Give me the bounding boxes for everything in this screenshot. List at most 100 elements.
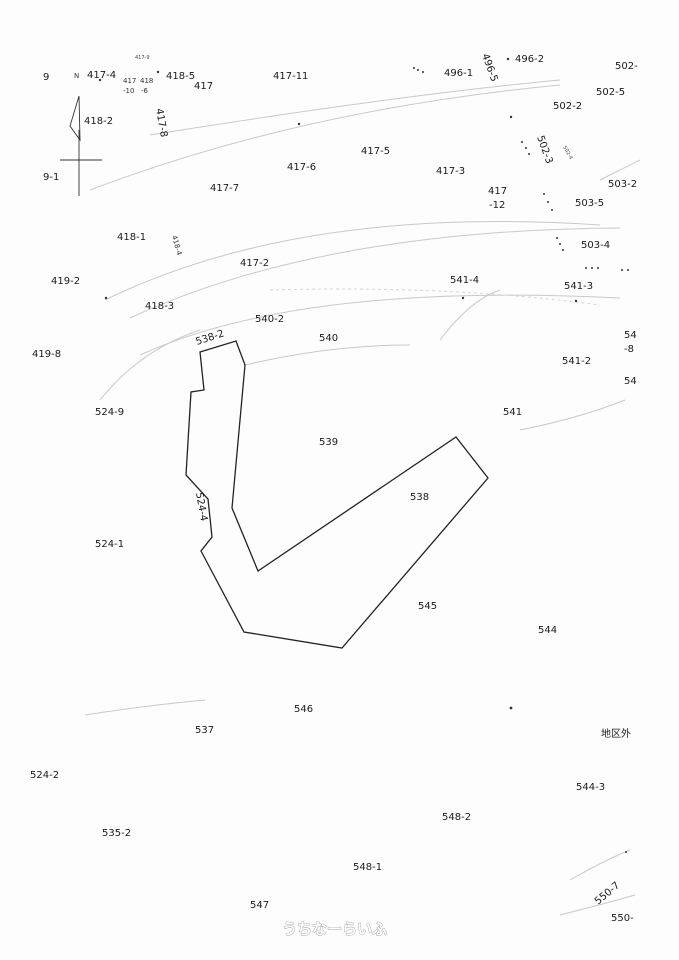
survey-point (509, 115, 513, 119)
faint-line (104, 221, 601, 301)
parcel-label: 544-3 (576, 782, 605, 793)
parcel-label: 502-2 (553, 101, 582, 112)
parcel-label: 541-3 (564, 281, 593, 292)
survey-point (627, 269, 629, 271)
parcel-label: 540-2 (255, 314, 284, 325)
faint-line (139, 294, 621, 356)
faint-line (244, 344, 411, 366)
survey-point (297, 122, 301, 126)
parcel-label: 417-6 (287, 162, 316, 173)
parcel-label: N (74, 72, 79, 80)
survey-point (625, 851, 627, 853)
faint-line (559, 894, 636, 916)
parcel-label: 9-1 (43, 172, 59, 183)
parcel-label: 544 (538, 625, 557, 636)
parcel-label: 503-2 (608, 179, 637, 190)
survey-point (559, 243, 561, 245)
parcel-label: -10 (123, 87, 134, 95)
faint-line (569, 849, 631, 881)
faint-line (84, 699, 206, 716)
parcel-label: 417 (488, 186, 507, 197)
parcel-label: 496-5 (479, 52, 499, 83)
survey-point (413, 67, 415, 69)
survey-point (556, 237, 558, 239)
parcel-label: 540 (319, 333, 338, 344)
parcel-label: 541 (503, 407, 522, 418)
parcel-label: 419-2 (51, 276, 80, 287)
parcel-label: 546 (294, 704, 313, 715)
parcel-label: -12 (489, 200, 505, 211)
survey-point (521, 141, 523, 143)
parcel-label: 54 (624, 330, 637, 341)
reference-marker (60, 95, 102, 196)
north-arrow-icon (69, 95, 81, 142)
survey-points (98, 57, 629, 853)
faint-line (599, 159, 641, 181)
parcel-label: 419-8 (32, 349, 61, 360)
parcel-label: 524-1 (95, 539, 124, 550)
survey-point (461, 296, 465, 300)
parcel-label: 417-2 (240, 258, 269, 269)
faint-line (519, 399, 626, 431)
faint-line (129, 227, 621, 319)
parcel-labels: 9 N 417-4 417-9 417 -10 418 -6 418-5 417… (30, 52, 638, 924)
survey-point (528, 153, 530, 155)
parcel-label: 541-4 (450, 275, 479, 286)
parcel-label: 550-7 (593, 880, 622, 907)
parcel-label: 417-11 (273, 71, 308, 82)
parcel-label: 418 (140, 77, 153, 85)
parcel-label: 418-4 (170, 234, 183, 256)
parcel-label: 418-5 (166, 71, 195, 82)
parcel-label: 538 (410, 492, 429, 503)
parcel-label: 548-2 (442, 812, 471, 823)
parcel-label: 502-5 (596, 87, 625, 98)
parcel-label: 417 (194, 81, 213, 92)
parcel-label: 417-4 (87, 70, 116, 81)
faint-line (149, 79, 561, 136)
parcel-label: 547 (250, 900, 269, 911)
survey-point (417, 69, 419, 71)
parcel-label: 524-4 (193, 492, 209, 523)
watermark-text: うちなーらいふ (282, 920, 387, 938)
parcel-label: 54 (624, 376, 637, 387)
parcel-label: 539 (319, 437, 338, 448)
parcel-label: 418-2 (84, 116, 113, 127)
survey-point (621, 269, 623, 271)
parcel-label: 417-8 (153, 108, 169, 139)
parcel-label: 545 (418, 601, 437, 612)
parcel-label: 417-7 (210, 183, 239, 194)
survey-point (525, 147, 527, 149)
parcel-label: 535-2 (102, 828, 131, 839)
survey-boundary (185, 340, 489, 649)
parcel-label: 496-2 (515, 54, 544, 65)
survey-point (98, 78, 102, 82)
parcel-label: 502-4 (561, 145, 573, 161)
parcel-label: 地区外 (601, 727, 631, 740)
parcel-label: 548-1 (353, 862, 382, 873)
faint-line (269, 288, 601, 306)
parcel-label: 496-1 (444, 68, 473, 79)
faint-line (439, 289, 501, 341)
parcel-label: 503-4 (581, 240, 610, 251)
parcel-label: 9 (43, 72, 49, 83)
parcel-label: 417-5 (361, 146, 390, 157)
survey-point (547, 201, 549, 203)
parcel-label: 541-2 (562, 356, 591, 367)
survey-point (562, 249, 564, 251)
parcel-label: 550- (611, 913, 634, 924)
parcel-label: 537 (195, 725, 214, 736)
parcel-label: 503-5 (575, 198, 604, 209)
faint-parcel-lines (84, 79, 641, 916)
parcel-label: 524-2 (30, 770, 59, 781)
survey-point (156, 70, 160, 74)
survey-point (591, 267, 593, 269)
survey-point (585, 267, 587, 269)
boundary-polygon (185, 340, 489, 649)
parcel-label: 417 (123, 77, 136, 85)
survey-point (422, 71, 424, 73)
survey-point (551, 209, 553, 211)
parcel-label: 502-3 (534, 134, 554, 165)
survey-point (104, 296, 108, 300)
